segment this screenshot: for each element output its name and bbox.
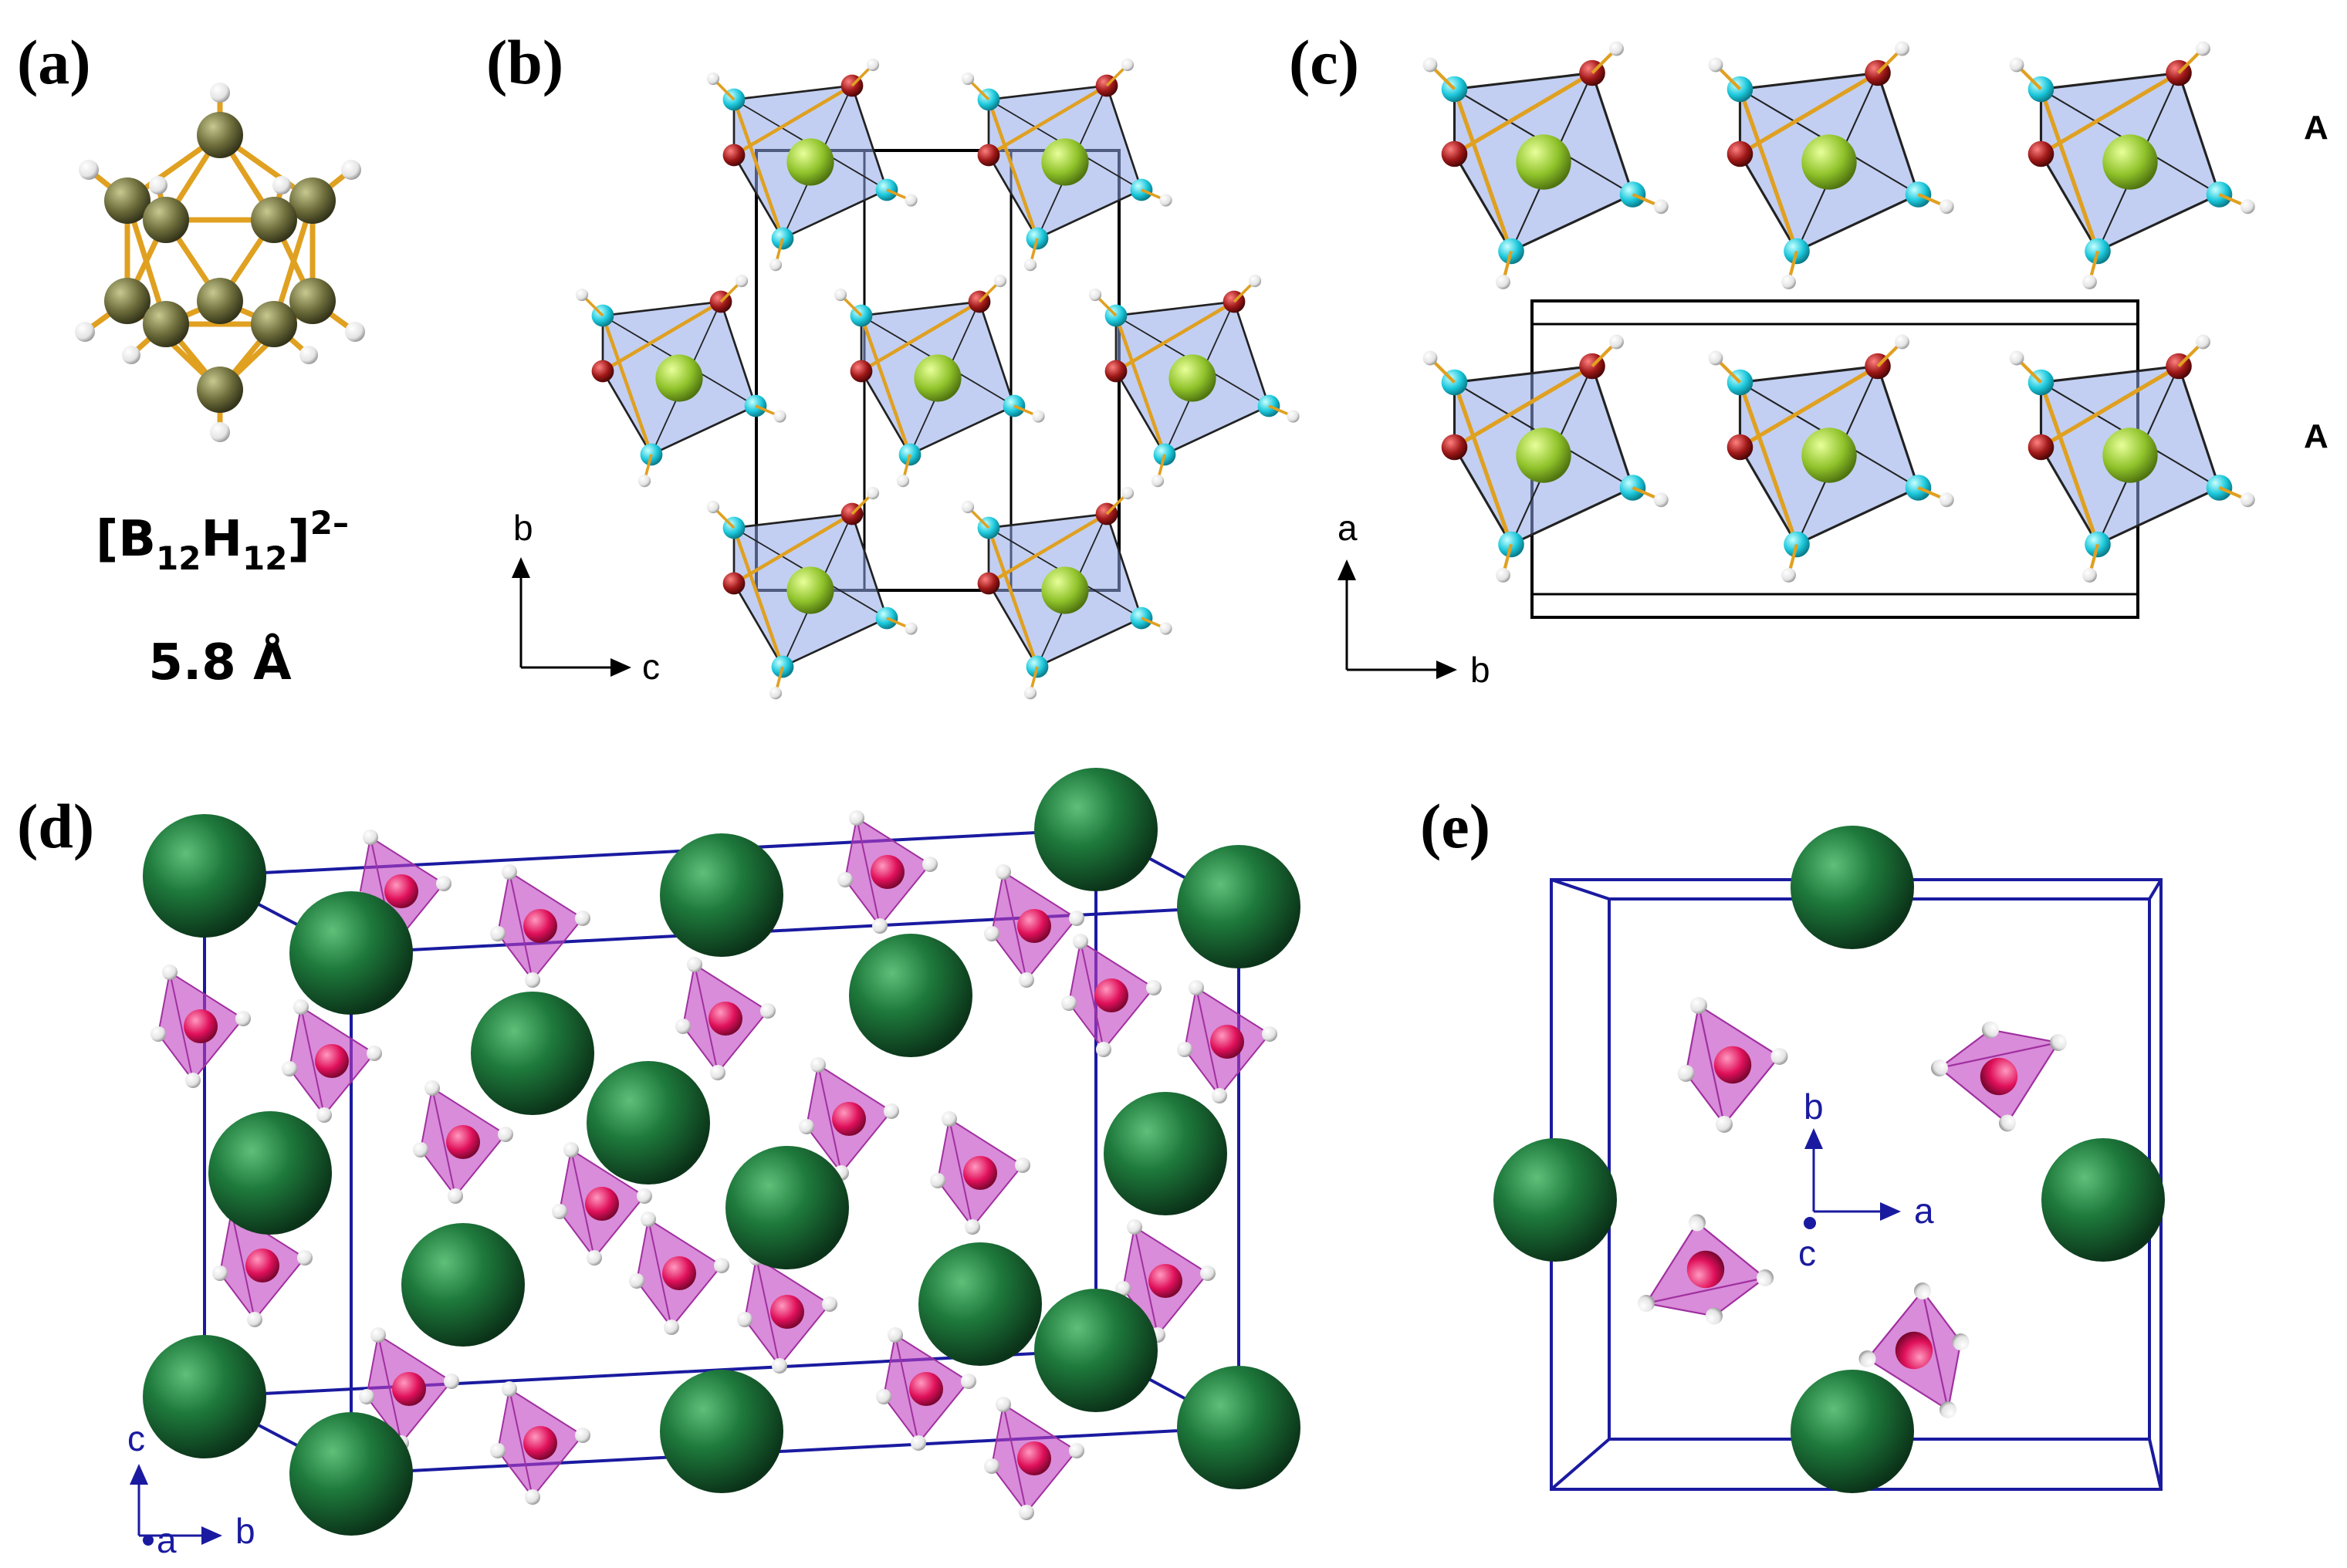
octahedron-icon bbox=[576, 59, 1300, 699]
panel-d: (d) bbox=[17, 768, 1300, 1560]
layer-label-top: A bbox=[2304, 109, 2328, 147]
axes-b: b c bbox=[512, 508, 660, 687]
size-label: 5.8 Å bbox=[148, 633, 292, 691]
icosahedron-icon bbox=[75, 83, 365, 442]
axis-e-right-label: a bbox=[1914, 1191, 1934, 1231]
axis-b-up-label: b bbox=[513, 508, 533, 548]
axis-b-right-label: c bbox=[642, 647, 660, 687]
sphere-icon bbox=[143, 768, 1300, 1536]
panel-a-label: (a) bbox=[17, 27, 91, 97]
axes-d: c a b bbox=[127, 1418, 255, 1560]
sphere-icon bbox=[1493, 826, 2165, 1493]
axis-c-up-label: a bbox=[1338, 508, 1358, 548]
axis-e-dot-label: c bbox=[1798, 1233, 1816, 1273]
panel-a: (a) bbox=[17, 27, 365, 691]
axis-d-up-label: c bbox=[127, 1418, 145, 1458]
octahedron-icon bbox=[1423, 42, 2255, 583]
panel-c-label: (c) bbox=[1289, 27, 1359, 97]
panel-e: (e) b a c bbox=[1420, 791, 2165, 1493]
axis-e-up-label: b bbox=[1804, 1086, 1824, 1127]
panel-b-label: (b) bbox=[486, 27, 563, 97]
panel-d-label: (d) bbox=[17, 791, 94, 861]
tetrahedron-icon bbox=[1636, 995, 2068, 1420]
axes-e: b a c bbox=[1798, 1086, 1934, 1273]
panel-b: (b) b c bbox=[486, 27, 1300, 699]
layer-label-bottom: A bbox=[2304, 417, 2328, 455]
axes-c: a b bbox=[1338, 508, 1490, 690]
axis-c-right-label: b bbox=[1470, 650, 1490, 690]
panel-c: (c) A A a b bbox=[1289, 27, 2328, 690]
formula: [B12H12]2– bbox=[96, 504, 349, 577]
panel-e-label: (e) bbox=[1420, 791, 1490, 861]
axis-d-dot-label: a bbox=[157, 1520, 177, 1560]
axis-d-right-label: b bbox=[235, 1511, 255, 1551]
